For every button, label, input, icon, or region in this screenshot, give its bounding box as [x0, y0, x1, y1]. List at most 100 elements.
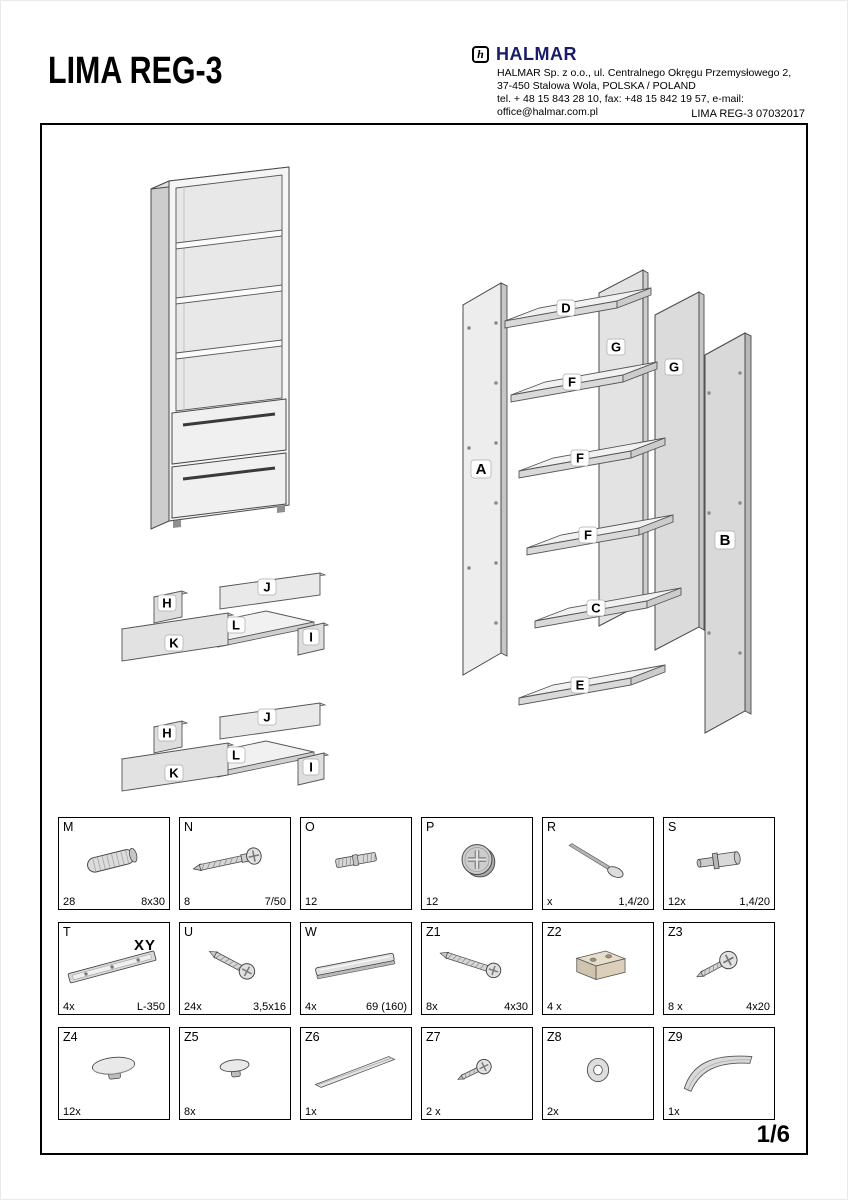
- dowel-icon: [87, 847, 138, 873]
- page-title: LIMA REG-3: [48, 50, 223, 92]
- part-cell-z2: Z2 4 x: [542, 922, 654, 1015]
- svg-text:C: C: [591, 601, 601, 616]
- part-label-j: J: [257, 708, 277, 726]
- part-id: Z6: [305, 1030, 320, 1044]
- svg-text:I: I: [309, 760, 313, 775]
- part-qty: 4 x: [547, 1001, 562, 1013]
- part-label-a: A: [470, 459, 492, 479]
- diagram-frame: A B D G G F F: [40, 123, 808, 1155]
- svg-text:L: L: [232, 748, 240, 763]
- drawer-exploded-1: H J L I K: [120, 572, 330, 662]
- part-label-i: I: [302, 628, 320, 646]
- part-id: Z8: [547, 1030, 562, 1044]
- part-label-j: J: [257, 578, 277, 596]
- svg-text:F: F: [584, 528, 592, 543]
- panel-a: [462, 282, 508, 676]
- part-label-g: G: [606, 338, 626, 356]
- address-line-1: HALMAR Sp. z o.o., ul. Centralnego Okręg…: [497, 67, 792, 79]
- part-id: T: [63, 925, 71, 939]
- part-cell-z6: Z6 1x: [300, 1027, 412, 1120]
- svg-text:K: K: [169, 636, 179, 651]
- shelf-pin-icon: [696, 851, 741, 870]
- part-qty: x: [547, 896, 553, 908]
- part-id: Z4: [63, 1030, 78, 1044]
- halmar-logo-icon: h: [472, 46, 489, 63]
- part-label-h: H: [157, 594, 177, 612]
- screw-icon: [457, 1058, 492, 1080]
- part-qty: 12x: [63, 1106, 81, 1118]
- part-qty: 2 x: [426, 1106, 441, 1118]
- part-label-e: E: [570, 676, 590, 694]
- part-id: S: [668, 820, 677, 834]
- part-id: O: [305, 820, 315, 834]
- part-label-g: G: [664, 358, 684, 376]
- part-qty: 4x: [305, 1001, 317, 1013]
- part-id: R: [547, 820, 557, 834]
- part-size: 3,5x16: [252, 1001, 286, 1013]
- slide-marking: XY: [133, 937, 156, 954]
- part-size: 1,4/20: [739, 896, 770, 908]
- part-qty: 8 x: [668, 1001, 683, 1013]
- svg-text:L: L: [232, 618, 240, 633]
- address-line-2: 37-450 Stalowa Wola, POLSKA / POLAND: [497, 80, 696, 92]
- part-cell-z4: Z4 12x: [58, 1027, 170, 1120]
- screw-icon: [696, 950, 738, 978]
- svg-text:J: J: [263, 580, 270, 595]
- part-id: Z2: [547, 925, 562, 939]
- part-label-b: B: [714, 530, 736, 550]
- part-size: 8x30: [141, 896, 165, 908]
- nail-icon: [568, 843, 624, 878]
- part-cell-z9: Z9 1x: [663, 1027, 775, 1120]
- svg-text:J: J: [263, 710, 270, 725]
- svg-text:G: G: [669, 360, 679, 375]
- part-qty: 8: [184, 896, 191, 908]
- part-cell-r: R x 1,4/20: [542, 817, 654, 910]
- part-label-c: C: [586, 599, 606, 617]
- part-id: M: [63, 820, 74, 834]
- brand-block: h HALMAR HALMAR Sp. z o.o., ul. Centraln…: [472, 44, 812, 119]
- part-size: 1,4/20: [618, 896, 649, 908]
- part-qty: 4x: [63, 1001, 75, 1013]
- part-size: 4x20: [746, 1001, 770, 1013]
- part-label-f: F: [562, 373, 582, 391]
- part-id: N: [184, 820, 194, 834]
- exploded-view-drawing: A B D G G F F: [462, 269, 752, 734]
- document-reference: LIMA REG-3 07032017: [691, 108, 805, 120]
- part-id: U: [184, 925, 194, 939]
- screw-icon: [208, 951, 256, 980]
- part-qty: 8x: [426, 1001, 438, 1013]
- flex-strip-icon: [683, 1055, 753, 1092]
- screw-icon: [439, 951, 502, 979]
- cover-cap-icon: [91, 1056, 136, 1080]
- back-panel-g2: [654, 291, 705, 651]
- part-cell-z8: Z8 2x: [542, 1027, 654, 1120]
- part-id: P: [426, 820, 435, 834]
- svg-text:A: A: [476, 461, 487, 478]
- drawer-slide-icon: [67, 950, 157, 984]
- shelf-e: [518, 664, 666, 706]
- part-qty: 8x: [184, 1106, 196, 1118]
- svg-text:E: E: [576, 678, 585, 693]
- drawer-handle: [182, 466, 276, 481]
- cover-cap-icon: [219, 1059, 250, 1078]
- part-cell-o: O 12: [300, 817, 412, 910]
- part-cell-p: P 12: [421, 817, 533, 910]
- part-label-d: D: [556, 299, 576, 317]
- brand-row: h HALMAR: [472, 44, 812, 65]
- svg-text:K: K: [169, 766, 179, 781]
- part-qty: 12: [305, 896, 318, 908]
- part-id: Z5: [184, 1030, 199, 1044]
- svg-text:F: F: [576, 451, 584, 466]
- svg-text:D: D: [561, 301, 570, 316]
- part-size: 4x30: [504, 1001, 528, 1013]
- part-label-h: H: [157, 724, 177, 742]
- connector-block-icon: [575, 950, 627, 981]
- page-number: 1/6: [756, 1121, 790, 1148]
- part-label-k: K: [164, 764, 184, 782]
